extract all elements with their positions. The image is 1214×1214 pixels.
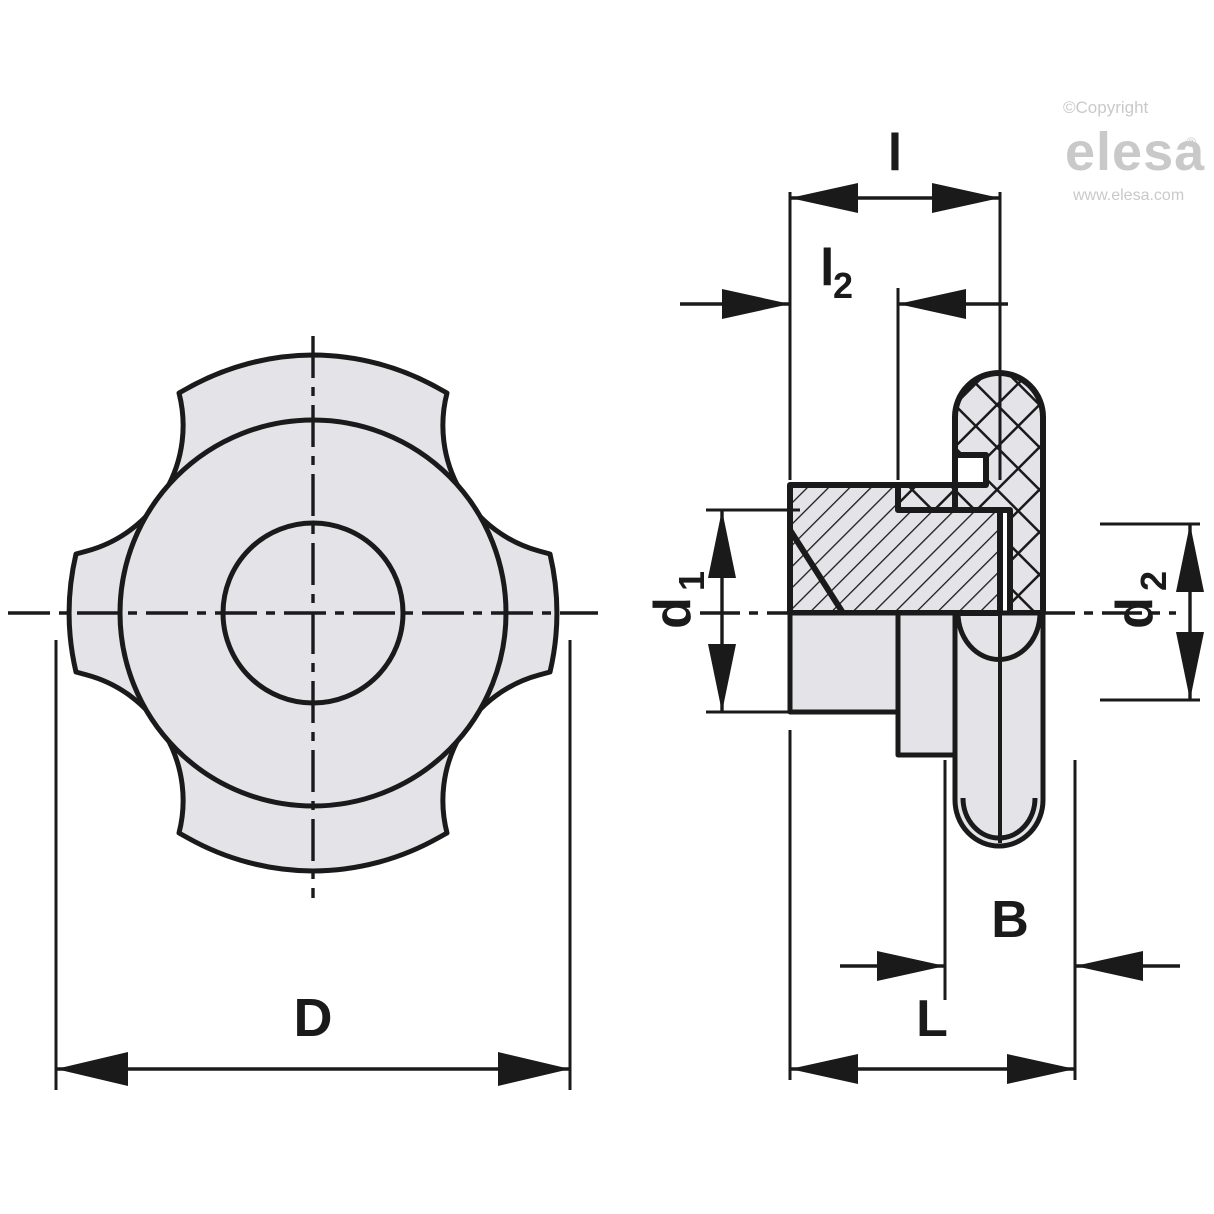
dimension-D-arrow-right xyxy=(498,1052,570,1086)
dimension-l2-arrow-left xyxy=(722,289,790,319)
plastic-cap-section xyxy=(895,370,1046,616)
dimension-L: L xyxy=(788,730,1077,1084)
watermark-website: www.elesa.com xyxy=(1072,187,1184,204)
hub-flange-outline xyxy=(895,610,958,758)
dimension-d2-label-base: d xyxy=(1106,597,1164,629)
hub-boss-outline xyxy=(787,610,901,715)
dimension-d2: d 2 xyxy=(1100,522,1204,702)
dimension-L-arrow-right xyxy=(1007,1054,1075,1084)
dimension-B-arrow-right xyxy=(1075,951,1143,981)
dimension-l-arrow-left xyxy=(790,183,858,213)
watermark-brand: elesa xyxy=(1065,122,1205,182)
dimension-d2-label-subscript: 2 xyxy=(1133,571,1174,591)
front-view xyxy=(8,336,598,898)
dimension-L-arrow-left xyxy=(790,1054,858,1084)
dimension-d1-arrow-top xyxy=(708,510,736,578)
dimension-d1-label-subscript: 1 xyxy=(671,571,712,591)
dimension-l2: l 2 xyxy=(680,192,1008,480)
watermark: ©Copyright elesa ® www.elesa.com xyxy=(1063,98,1205,204)
dimension-D: D xyxy=(54,640,572,1090)
dimension-l-label: l xyxy=(888,124,902,182)
dimension-D-arrow-left xyxy=(56,1052,128,1086)
dimension-B: B xyxy=(840,760,1180,1080)
dimension-L-label: L xyxy=(916,990,948,1048)
dimension-B-arrow-left xyxy=(877,951,945,981)
dimension-d1: d 1 xyxy=(644,508,800,714)
dimension-D-label: D xyxy=(294,988,333,1048)
watermark-copyright: ©Copyright xyxy=(1063,98,1149,117)
dimension-B-label: B xyxy=(991,891,1029,949)
dimension-l-arrow-right xyxy=(932,183,1000,213)
section-view xyxy=(700,370,1176,849)
dimension-d1-arrow-bottom xyxy=(708,644,736,712)
dimension-l2-label-base: l xyxy=(820,239,834,297)
dimension-d1-label-base: d xyxy=(644,597,702,629)
dimension-l2-label-subscript: 2 xyxy=(833,265,853,306)
dimension-d2-arrow-bottom xyxy=(1176,632,1204,700)
watermark-registered-mark: ® xyxy=(1186,134,1197,150)
dimension-d2-arrow-top xyxy=(1176,524,1204,592)
dimension-l2-arrow-right xyxy=(898,289,966,319)
